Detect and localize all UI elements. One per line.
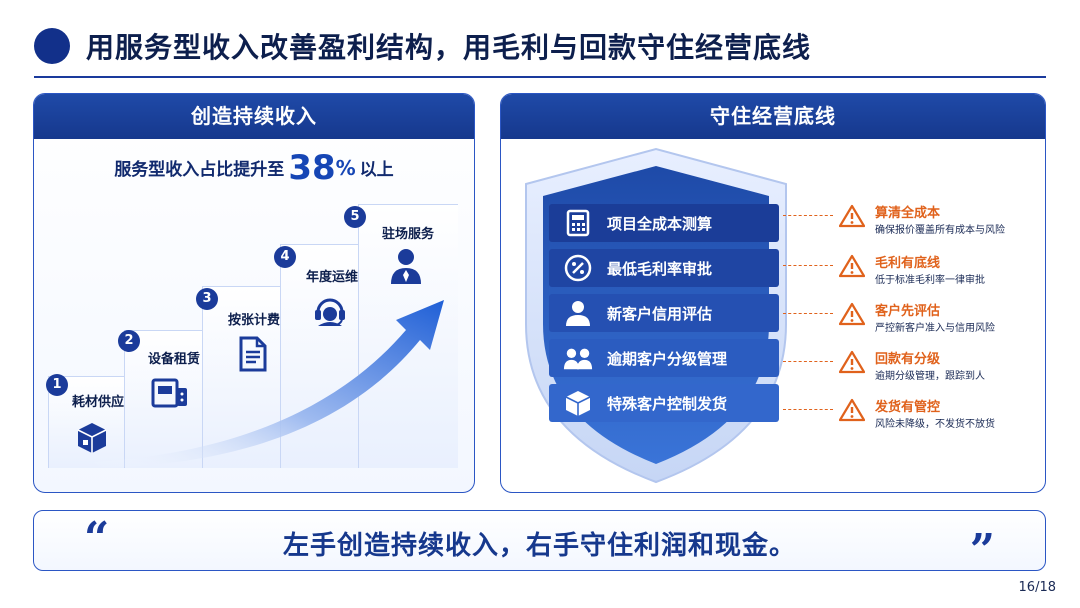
box-icon [74,420,110,460]
control-label-2: 最低毛利率审批 [607,259,713,278]
users-icon [563,343,593,373]
baseline-panel-header: 守住经营底线 [501,94,1045,139]
baseline-panel: 守住经营底线 项目全成本测算 最低毛利率审批 新客户信 [500,93,1046,493]
control-label-5: 特殊客户控制发货 [607,394,728,413]
person-icon [386,246,426,290]
control-label-4: 逾期客户分级管理 [607,349,728,368]
step-number-5: 5 [344,206,366,228]
warning-icon [839,398,865,422]
document-icon [238,336,268,376]
percent-icon [563,253,593,283]
connector-4 [783,361,833,362]
step-label-1: 耗材供应 [72,395,125,410]
risk-title-1: 算清全成本 [875,206,941,221]
connector-2 [783,265,833,266]
growth-arrow [94,300,444,468]
revenue-panel-header: 创造持续收入 [34,94,474,139]
step-label-4: 年度运维 [306,270,359,285]
headset-icon [310,292,350,336]
control-row-1: 项目全成本测算 [549,204,779,242]
headline-percent: % [335,156,356,180]
risk-desc-2: 低于标准毛利率一律审批 [875,275,985,286]
headline-value: 38 [288,148,336,188]
risk-desc-5: 风险未降级，不发货不放货 [875,419,995,430]
risk-desc-4: 逾期分级管理，跟踪到人 [875,371,985,382]
page-number: 16/18 [1018,580,1056,595]
close-quote-mark: ” [969,525,995,576]
step-label-5: 驻场服务 [382,227,435,242]
calculator-icon [563,208,593,238]
risk-title-3: 客户先评估 [875,304,941,319]
headline-prefix: 服务型收入占比提升至 [114,160,285,180]
headline-suffix: 以上 [359,160,394,180]
step-number-2: 2 [118,330,140,352]
step-label-2: 设备租赁 [148,352,201,367]
warning-icon [839,350,865,374]
step-number-1: 1 [46,374,68,396]
control-label-1: 项目全成本测算 [607,214,713,233]
title-bullet [34,28,70,64]
user-icon [563,298,593,328]
step-number-4: 4 [274,246,296,268]
step-label-3: 按张计费 [228,313,281,328]
quote-text: 左手创造持续收入，右手守住利润和现金。 [282,531,796,561]
connector-5 [783,409,833,410]
step-number-3: 3 [196,288,218,310]
step-block-1 [48,376,128,468]
risk-desc-3: 严控新客户准入与信用风险 [875,323,995,334]
risk-title-2: 毛利有底线 [875,256,941,271]
slide-title: 用服务型收入改善盈利结构，用毛利与回款守住经营底线 [86,31,812,64]
title-divider [34,76,1046,78]
control-label-3: 新客户信用评估 [607,304,713,323]
quote-banner: “ 左手创造持续收入，右手守住利润和现金。 ” [33,510,1046,576]
open-quote-mark: “ [84,513,110,564]
risk-desc-1: 确保报价覆盖所有成本与风险 [875,225,1005,236]
warning-icon [839,302,865,326]
warning-icon [839,204,865,228]
connector-3 [783,313,833,314]
connector-1 [783,215,833,216]
warning-icon [839,254,865,278]
device-icon [150,378,190,414]
risk-title-5: 发货有管控 [875,400,941,415]
risk-title-4: 回款有分级 [875,352,941,367]
control-row-5: 特殊客户控制发货 [549,384,779,422]
control-row-4: 逾期客户分级管理 [549,339,779,377]
package-icon [563,388,593,418]
control-row-3: 新客户信用评估 [549,294,779,332]
step-block-2 [124,330,208,468]
control-row-2: 最低毛利率审批 [549,249,779,287]
